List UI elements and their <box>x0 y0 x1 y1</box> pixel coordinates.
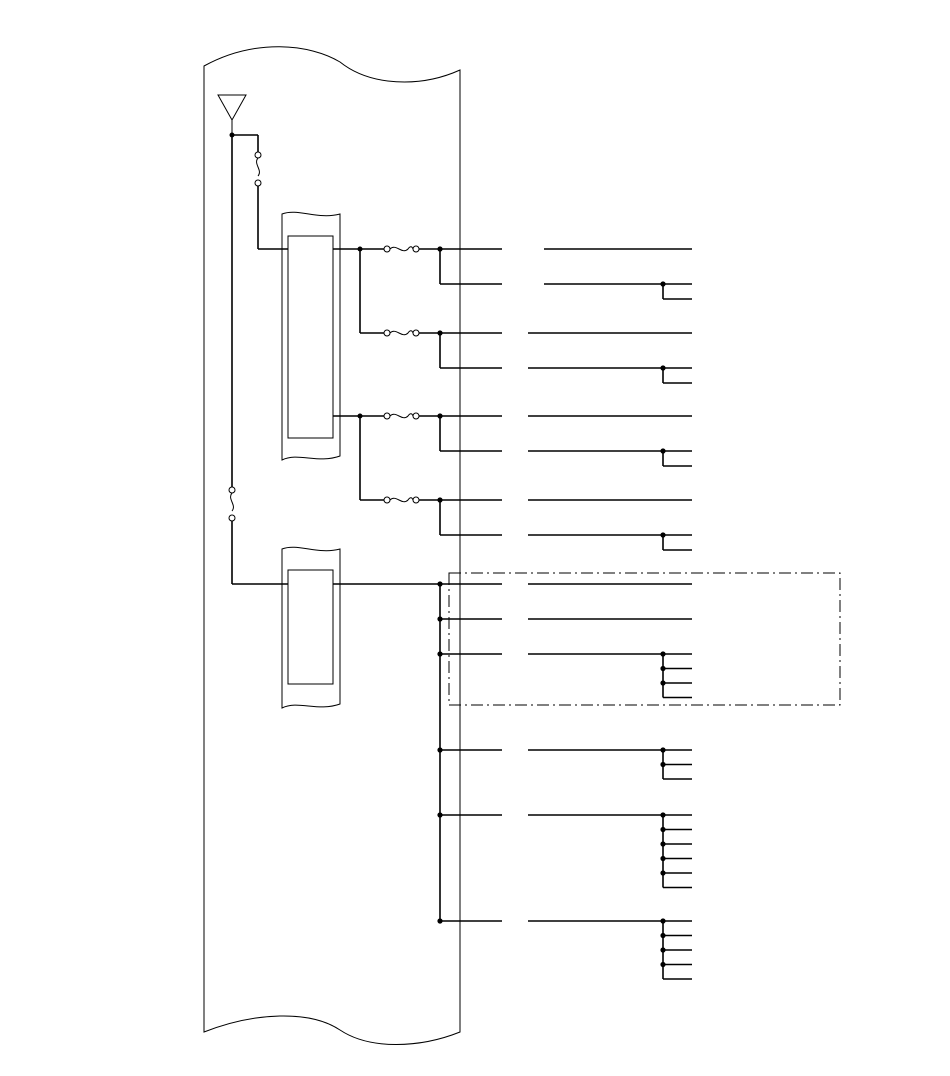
fuse <box>360 245 440 253</box>
fuse-element <box>389 330 414 336</box>
fused-circuit <box>437 330 692 384</box>
fuse-element <box>389 246 414 252</box>
fuse-element <box>389 497 414 503</box>
fuse-terminal <box>383 329 391 337</box>
lower-connector <box>281 546 341 709</box>
fused-circuit <box>437 413 692 467</box>
fuse <box>360 496 440 504</box>
fuse-terminal <box>412 329 420 337</box>
fuse-element <box>389 413 414 419</box>
bus-branch <box>437 812 692 889</box>
fuse-terminal <box>412 496 420 504</box>
fuse-terminal <box>383 496 391 504</box>
bus-branch <box>437 651 692 699</box>
fusible-link-upper <box>254 151 262 187</box>
upper-connector <box>281 211 341 461</box>
fuse <box>360 412 440 420</box>
fuse-terminal <box>383 412 391 420</box>
fuse-terminal <box>383 245 391 253</box>
fusible-link-lower <box>228 486 236 522</box>
fuse <box>360 329 440 337</box>
optional-equipment-boundary <box>448 572 841 706</box>
bus-branch <box>437 581 692 587</box>
bus-branch <box>437 747 692 780</box>
fused-circuit <box>437 246 692 300</box>
bus-branch <box>437 918 692 980</box>
fuse-group <box>360 245 440 504</box>
fused-circuit <box>437 497 692 551</box>
bus-branch <box>437 616 692 622</box>
ground-symbol <box>217 94 247 135</box>
component-outline <box>203 46 461 1045</box>
fuse-terminal <box>412 245 420 253</box>
circuit-runs <box>437 246 692 980</box>
fuse-terminal <box>412 412 420 420</box>
